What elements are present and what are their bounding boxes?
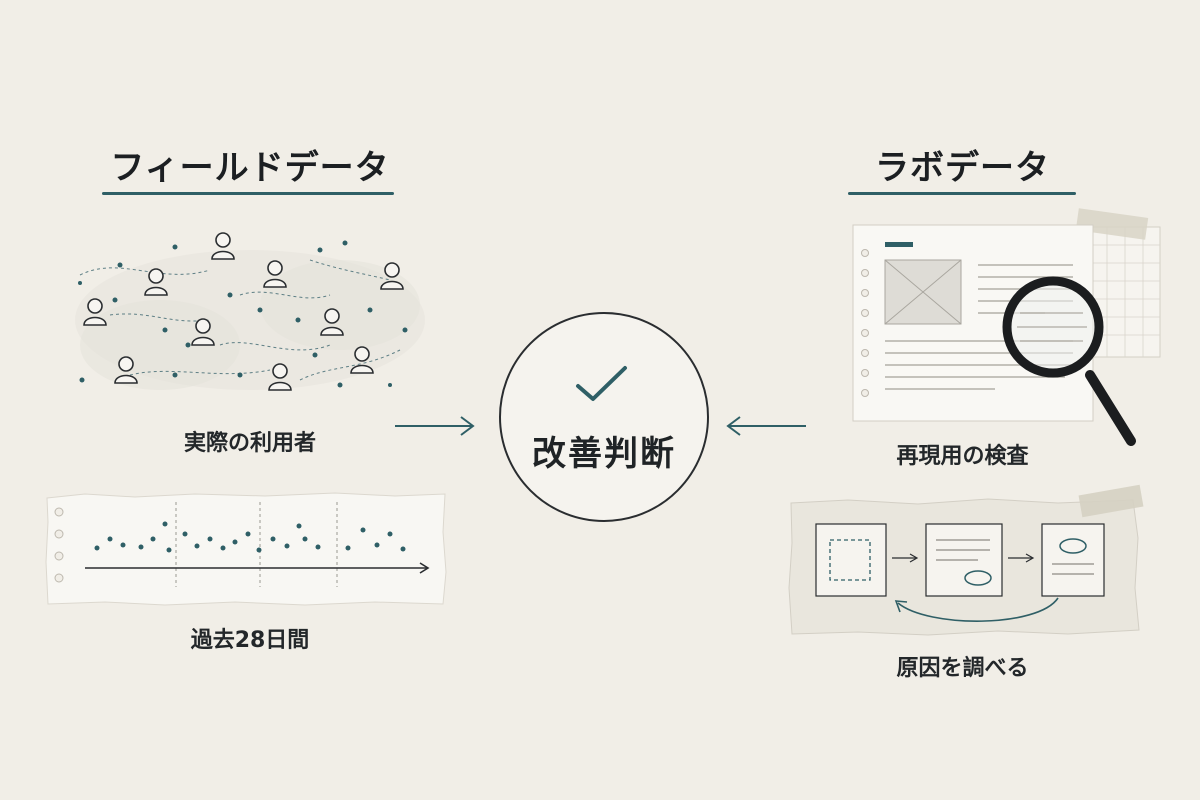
lab-document-illustration [852,208,1161,446]
field-data-underline [102,192,394,195]
cause-flow-paper [788,484,1144,636]
arrow-left-icon [726,416,806,436]
lab-data-heading: ラボデータ [875,148,1050,188]
field-data-heading: フィールドデータ [110,148,390,188]
decision-circle: 改善判断 [499,312,709,522]
decision-label: 改善判断 [532,434,676,474]
arrow-right-icon [395,416,475,436]
check-icon [576,366,627,401]
magnifying-glass-icon [1002,276,1136,446]
inspection-caption: 再現用の検査 [896,444,1029,469]
cause-caption: 原因を調べる [896,656,1029,681]
lab-data-underline [848,192,1076,195]
users-caption: 実際の利用者 [183,431,316,456]
users-crowd-illustration [75,232,425,391]
timeline-paper [45,492,447,606]
period-caption: 過去28日間 [190,628,310,653]
